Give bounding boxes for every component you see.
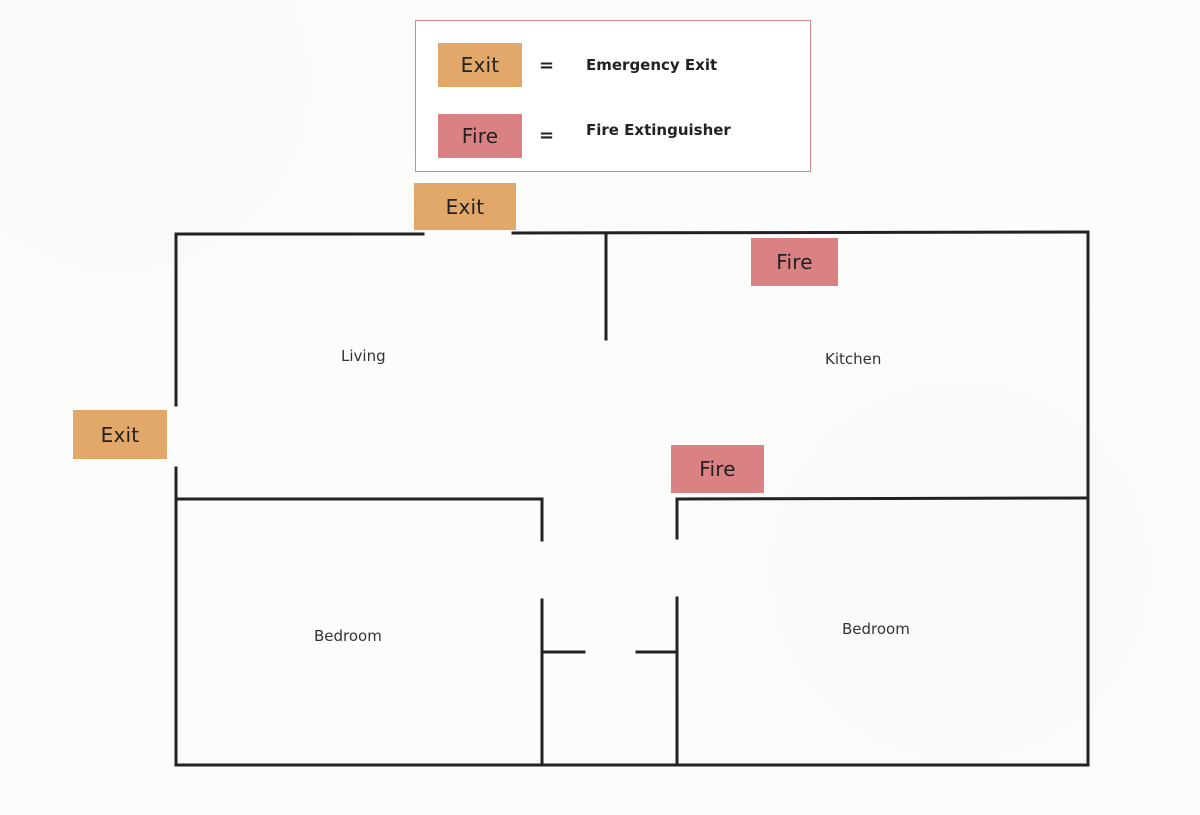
legend-fire-tag: Fire [438, 114, 522, 158]
legend-row-exit: Exit = Emergency Exit [416, 41, 810, 91]
fire-extinguisher-marker-kitchen: Fire [751, 238, 838, 286]
legend-fire-description: Fire Extinguisher [586, 121, 731, 139]
legend-fire-equals: = [539, 125, 555, 146]
room-label-kitchen: Kitchen [825, 350, 882, 368]
legend-exit-description: Emergency Exit [586, 56, 718, 74]
exit-marker-left: Exit [73, 410, 167, 459]
legend-exit-equals: = [539, 55, 555, 76]
legend-box: Exit = Emergency Exit Fire = Fire Exting… [415, 20, 811, 172]
room-label-bedroom-left: Bedroom [314, 627, 382, 645]
room-label-living: Living [341, 347, 386, 365]
legend-exit-tag: Exit [438, 43, 522, 87]
wall-right-bedroom-top [675, 496, 1090, 501]
room-label-bedroom-right: Bedroom [842, 620, 910, 638]
wall-outer-top-right [511, 230, 1090, 235]
legend-row-fire: Fire = Fire Extinguisher [416, 112, 810, 162]
floorplan-walls [174, 230, 1090, 767]
exit-marker-top: Exit [414, 183, 516, 230]
fire-extinguisher-marker-hall: Fire [671, 445, 764, 493]
